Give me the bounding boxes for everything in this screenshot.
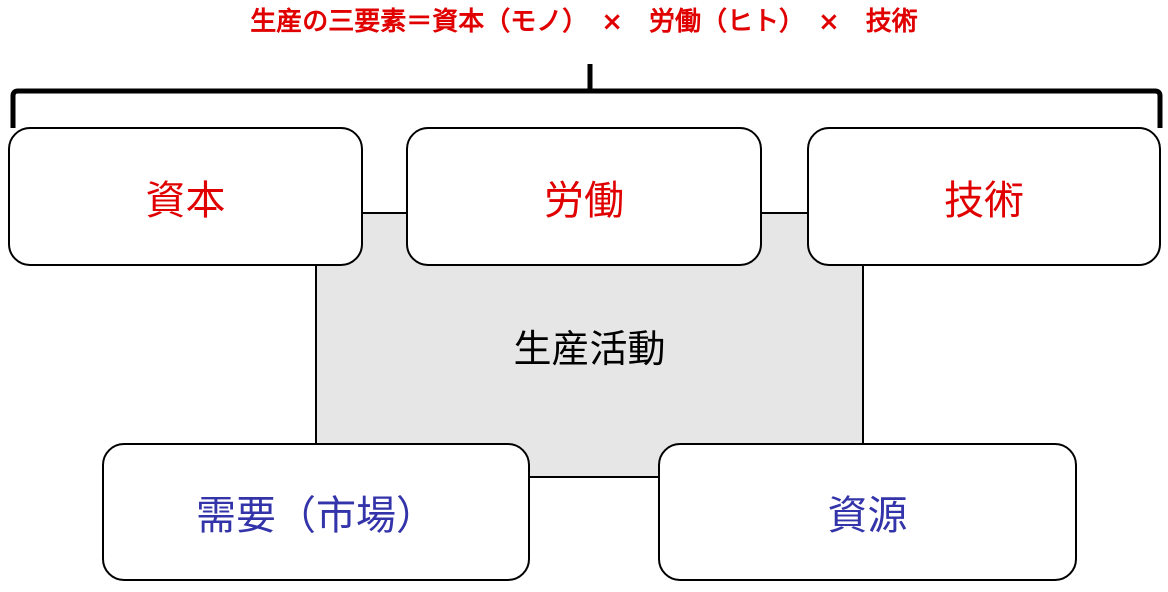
demand-market-box: 需要（市場） [102, 443, 530, 581]
capital-box: 資本 [8, 127, 363, 266]
resources-label: 資源 [827, 493, 908, 539]
resources-box: 資源 [658, 443, 1077, 581]
grouping-bracket [10, 64, 1163, 128]
technology-box: 技術 [807, 127, 1161, 266]
demand-market-label: 需要（市場） [196, 493, 436, 539]
bracket-line [10, 88, 1163, 128]
labor-label: 労働 [544, 177, 624, 224]
technology-label: 技術 [944, 177, 1024, 224]
capital-label: 資本 [145, 177, 226, 224]
production-activity-label: 生産活動 [513, 326, 666, 371]
diagram-title: 生産の三要素＝資本（モノ） × 労働（ヒト） × 技術 [250, 7, 918, 37]
labor-box: 労働 [406, 127, 762, 266]
